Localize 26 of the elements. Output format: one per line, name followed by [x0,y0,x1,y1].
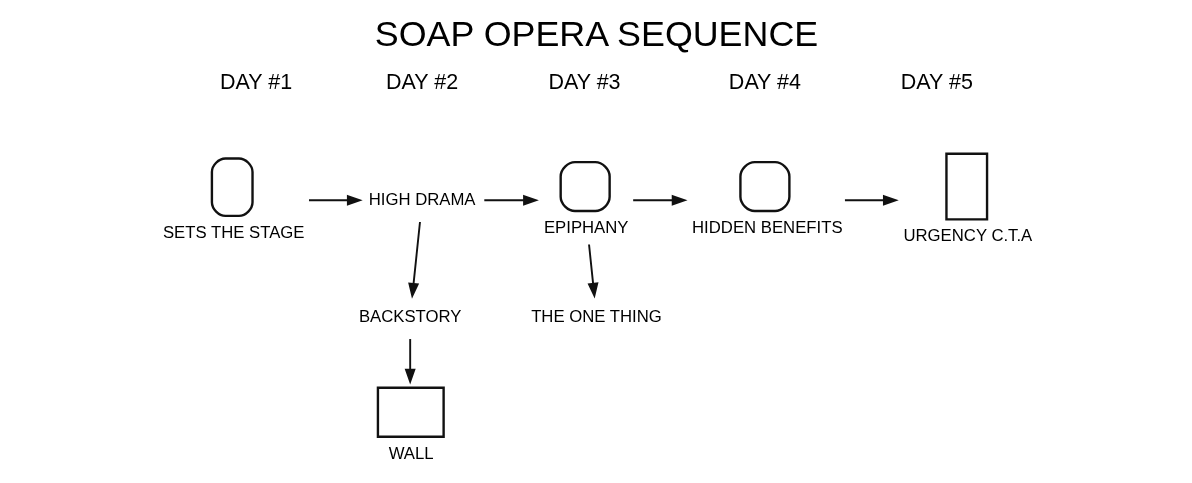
node-bulb [558,160,611,213]
node-magnifier [738,160,791,213]
arrow [407,221,421,299]
arrow [482,194,539,206]
label: DAY #5 [900,69,973,94]
node-label: EPIPHANY [543,217,629,237]
node-label: HIDDEN BENEFITS [691,217,843,237]
arrow [587,243,599,299]
arrow [843,194,899,206]
node-text: BACKSTORY [358,306,461,326]
arrow [631,194,688,206]
label: DAY #1 [219,69,292,94]
node-label: SETS THE STAGE [162,222,304,242]
node-person [210,157,254,217]
node-door [944,152,988,221]
label: DAY #2 [385,69,458,94]
node-label: URGENCY C.T.A [902,226,1032,246]
node-text: THE ONE THING [530,306,662,326]
node-text: HIGH DRAMA [368,189,476,209]
node-label: WALL [388,443,434,463]
diagram-title: SOAP OPERA SEQUENCE [374,14,818,55]
arrow [404,338,416,385]
label: DAY #3 [548,69,621,94]
arrow [307,194,363,206]
label: DAY #4 [728,69,801,94]
node-wall [376,386,445,438]
